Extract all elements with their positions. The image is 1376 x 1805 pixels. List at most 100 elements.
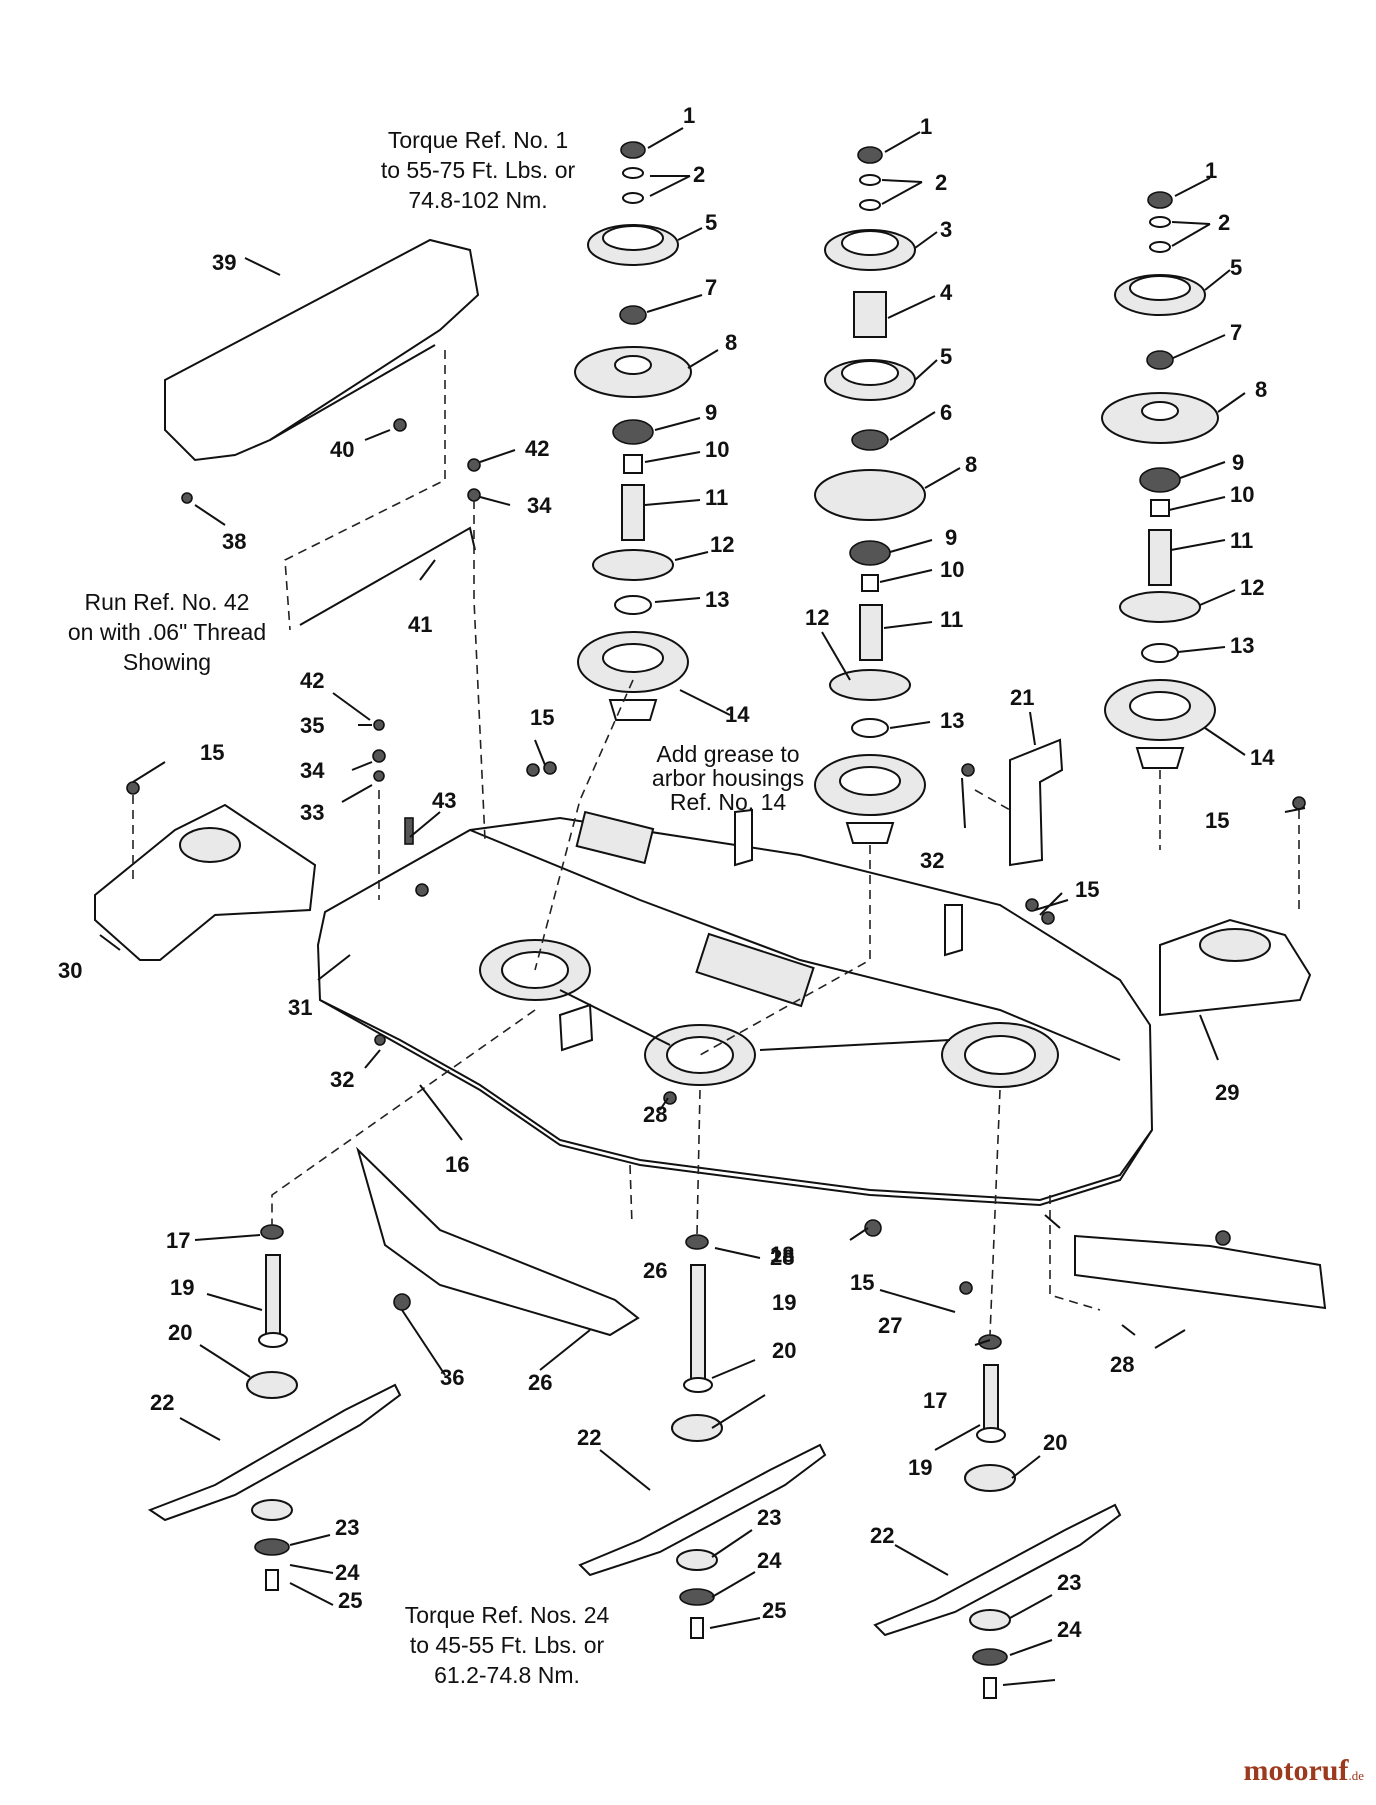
callout-label: 34 (300, 758, 325, 783)
callout-label: 24 (1057, 1617, 1082, 1642)
callout-label: 27 (878, 1313, 902, 1338)
leader-lines (99, 127, 1306, 1686)
callout-label: 6 (940, 400, 952, 425)
callout-label: 42 (300, 668, 324, 693)
callout-label: 34 (527, 493, 552, 518)
callout-label: 19 (170, 1275, 194, 1300)
callout-label: 12 (1240, 575, 1264, 600)
callout-label: 21 (1010, 685, 1034, 710)
note-torque-top-line2: to 55-75 Ft. Lbs. or (381, 157, 576, 183)
callout-label: 23 (1057, 1570, 1081, 1595)
note-torque-bottom-line2: to 45-55 Ft. Lbs. or (410, 1632, 605, 1658)
callout-label: 13 (940, 708, 964, 733)
blade-assembly-left (147, 1224, 402, 1591)
callout-label: 26 (528, 1370, 552, 1395)
callout-label: 24 (335, 1560, 360, 1585)
callout-label: 39 (212, 250, 236, 275)
callout-label: 18 (770, 1242, 794, 1267)
callout-label: 13 (705, 587, 729, 612)
blade-assembly-right (873, 1334, 1122, 1699)
callout-label: 20 (772, 1338, 796, 1363)
callout-label: 24 (757, 1548, 782, 1573)
note-run-ref-line3: Showing (123, 649, 211, 675)
callout-label: 23 (757, 1505, 781, 1530)
note-grease-line2: arbor housings (652, 765, 804, 791)
callout-label: 15 (530, 705, 554, 730)
callout-label: 30 (58, 958, 82, 983)
note-torque-bottom-line1: Torque Ref. Nos. 24 (405, 1602, 610, 1628)
rod-41 (299, 526, 476, 626)
callout-label: 32 (330, 1067, 354, 1092)
blade-assembly-center (578, 1234, 827, 1639)
callout-label: 9 (705, 400, 717, 425)
callout-label: 8 (965, 452, 977, 477)
callout-label: 12 (710, 532, 734, 557)
callout-label: 7 (1230, 320, 1242, 345)
callout-label: 19 (908, 1455, 932, 1480)
callout-label: 14 (725, 702, 750, 727)
callout-label: 5 (940, 344, 952, 369)
callout-label: 26 (643, 1258, 667, 1283)
callout-label: 28 (770, 1245, 794, 1270)
callout-label: 5 (1230, 255, 1242, 280)
note-torque-top-line3: 74.8-102 Nm. (408, 187, 547, 213)
spindle-stack-center (814, 146, 926, 844)
callout-label: 23 (335, 1515, 359, 1540)
callout-label: 2 (693, 162, 705, 187)
callout-label: 25 (762, 1598, 786, 1623)
baffle-27 (1074, 1234, 1327, 1310)
callout-label: 38 (222, 529, 246, 554)
callout-label: 17 (166, 1228, 190, 1253)
note-torque-top-line1: Torque Ref. No. 1 (388, 127, 568, 153)
hardware-bolts (126, 458, 1306, 1311)
callout-label: 9 (1232, 450, 1244, 475)
callout-label: 1 (920, 114, 932, 139)
callout-label: 35 (300, 713, 324, 738)
callout-labels: 1 2 5 7 8 9 10 11 12 13 14 1 2 3 4 5 6 8… (58, 103, 1275, 1642)
watermark-tld: .de (1348, 1768, 1364, 1783)
callout-label: 8 (1255, 377, 1267, 402)
callout-label: 32 (920, 848, 944, 873)
callout-label: 43 (432, 788, 456, 813)
callout-label: 22 (870, 1523, 894, 1548)
callout-label: 25 (338, 1588, 362, 1613)
callout-label: 20 (168, 1320, 192, 1345)
assembly-lines (132, 350, 1300, 1336)
callout-label: 15 (850, 1270, 874, 1295)
callout-label: 19 (772, 1290, 796, 1315)
callout-label: 31 (288, 995, 312, 1020)
callout-label: 22 (150, 1390, 174, 1415)
callout-label: 3 (940, 217, 952, 242)
baffle-36 (356, 1146, 640, 1337)
callout-label: 9 (945, 525, 957, 550)
callout-label: 16 (445, 1152, 469, 1177)
callout-label: 10 (1230, 482, 1254, 507)
callout-label: 2 (1218, 210, 1230, 235)
belt-cover-39 (164, 238, 480, 462)
callout-label: 41 (408, 612, 432, 637)
mower-deck-housing (316, 808, 1154, 1207)
callout-label: 14 (1250, 745, 1275, 770)
callout-label: 15 (1205, 808, 1229, 833)
callout-label: 15 (200, 740, 224, 765)
callout-label: 20 (1043, 1430, 1067, 1455)
note-run-ref-line2: on with .06" Thread (68, 619, 266, 645)
callout-label: 10 (940, 557, 964, 582)
callout-label: 42 (525, 436, 549, 461)
callout-label: 11 (705, 485, 728, 510)
callout-label: 10 (705, 437, 729, 462)
note-grease-line3: Ref. No. 14 (670, 789, 787, 815)
callout-label: 2 (935, 170, 947, 195)
callout-label: 36 (440, 1365, 464, 1390)
callout-label: 28 (1110, 1352, 1134, 1377)
callout-label: 8 (725, 330, 737, 355)
callout-label: 28 (643, 1102, 667, 1127)
watermark-text: motoruf (1243, 1754, 1349, 1787)
deck-shield-29 (1159, 918, 1312, 1017)
callout-label: 29 (1215, 1080, 1239, 1105)
callout-label: 40 (330, 437, 354, 462)
callout-label: 17 (923, 1388, 947, 1413)
callout-label: 15 (1075, 877, 1099, 902)
